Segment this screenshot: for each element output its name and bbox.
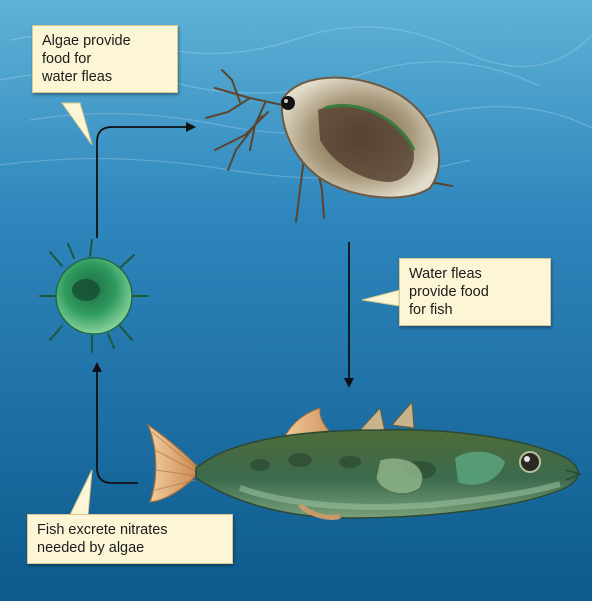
callout-fish-nitrates: Fish excrete nitrates needed by algae <box>27 514 233 564</box>
callout-algae-feed-fleas: Algae provide food for water fleas <box>32 25 178 93</box>
callout-fleas-feed-fish: Water fleas provide food for fish <box>399 258 551 326</box>
